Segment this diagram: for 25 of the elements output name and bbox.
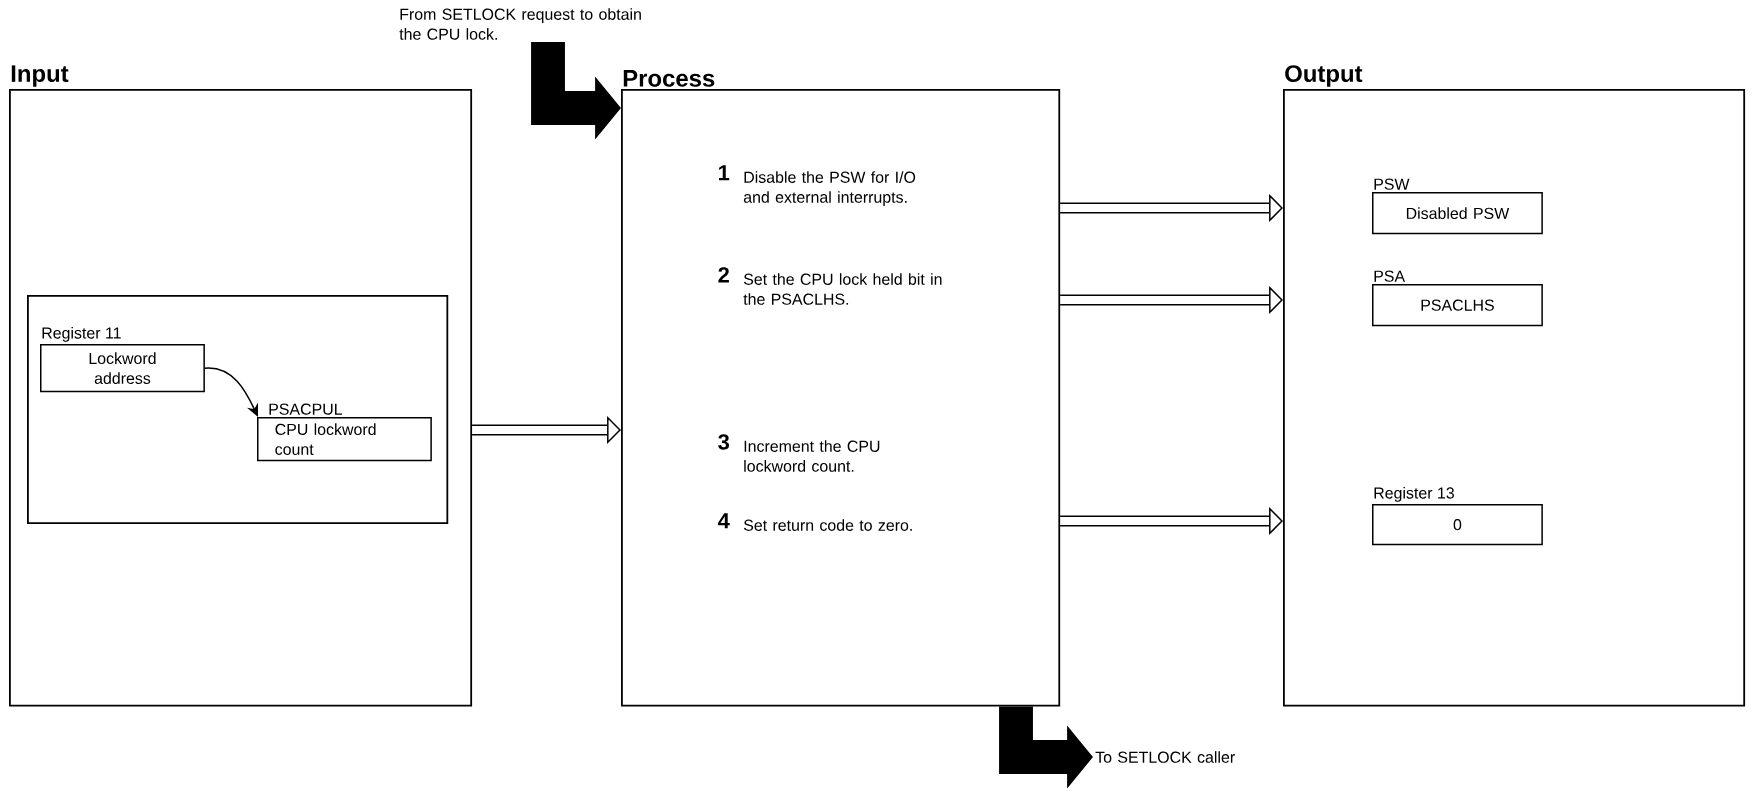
step-text: Disable the PSW for I/O and external interrupts. [743, 171, 916, 206]
step-number: 2 [718, 267, 729, 283]
field-box: Disabled PSW [1372, 192, 1543, 235]
field-label: PSA [1374, 270, 1406, 282]
field-label: Register 11 [42, 326, 121, 342]
step-number: 4 [717, 513, 730, 529]
note-text: To SETLOCK caller [1095, 751, 1235, 763]
section-heading: Output [1285, 65, 1363, 87]
step-text: Set return code to zero. [743, 519, 912, 531]
group-box [27, 295, 449, 524]
field-box: Lockword address [40, 344, 205, 393]
section-heading: Input [11, 65, 69, 87]
step-number: 3 [718, 434, 730, 450]
curved-arrow [204, 367, 258, 417]
field-box: PSACLHS [1372, 284, 1543, 327]
field-label: Register 13 [1374, 486, 1454, 502]
step-text: Set the CPU lock held bit in the PSACLHS. [743, 273, 942, 305]
field-label: PSW [1374, 178, 1410, 190]
step-text: Increment the CPU lockword count. [744, 440, 880, 472]
step-number: 1 [719, 165, 730, 181]
field-box: 0 [1372, 504, 1543, 546]
section-heading: Process [623, 70, 715, 87]
field-label: PSACPUL [269, 403, 343, 415]
field-box: CPU lockword count [257, 417, 432, 462]
note-text: From SETLOCK request to obtain the CPU lock. [399, 8, 641, 40]
